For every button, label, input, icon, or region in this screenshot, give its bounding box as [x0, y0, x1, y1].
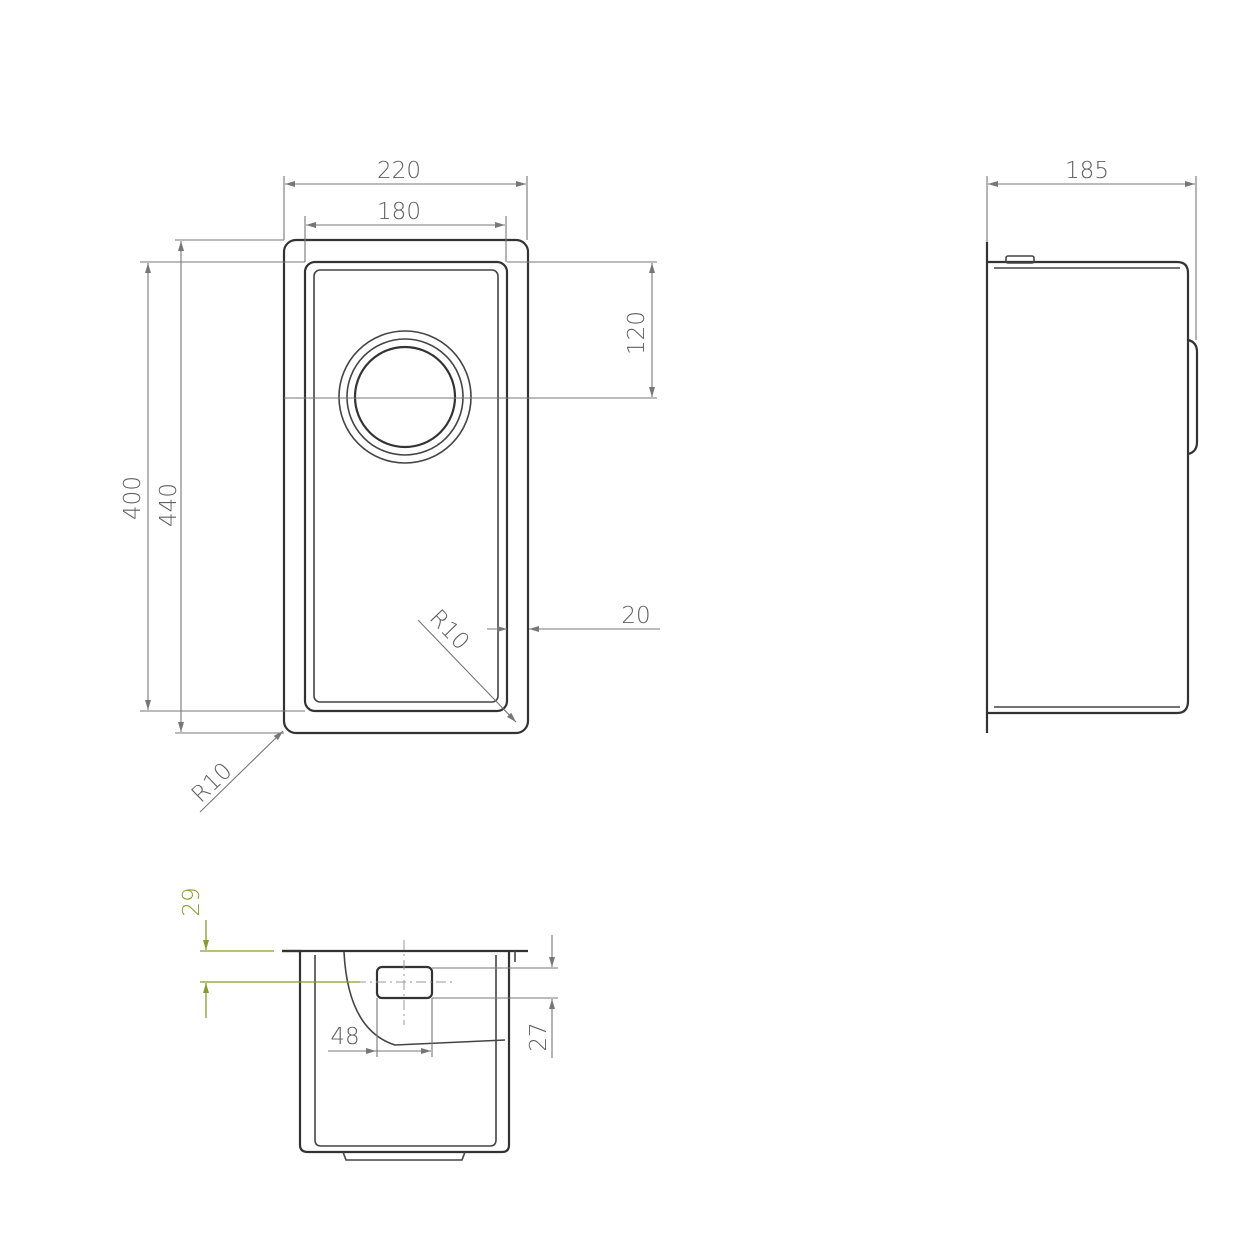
side-body: [987, 260, 1190, 715]
inner-bowl: [303, 260, 509, 713]
front-view: 29 48 27: [179, 887, 558, 1161]
waste-middle-ring: [346, 338, 464, 456]
dim-185-label: 185: [1065, 158, 1109, 184]
dim-400-label: 400: [120, 476, 146, 520]
dim-29-label: 29: [179, 887, 205, 916]
dim-440-label: 440: [156, 483, 182, 527]
inner-radius-label: R10: [424, 605, 474, 656]
dim-20-label: 20: [621, 603, 650, 629]
front-body-inner: [314, 955, 497, 1147]
waste-inner-ring: [353, 345, 457, 449]
inner-bowl-edge: [313, 269, 499, 703]
front-overflow-channel: [343, 951, 506, 1046]
inner-radius-leader: [417, 619, 517, 723]
side-waste-bulge: [1187, 338, 1199, 456]
outer-rim: [282, 238, 530, 735]
waste-outer-ring: [338, 330, 472, 464]
dim-120-label: 120: [624, 311, 650, 355]
top-view: 220 180 400 440 120 20 R10 R10: [120, 158, 660, 813]
front-body: [298, 952, 511, 1154]
dim-48-label: 48: [330, 1024, 359, 1050]
side-overflow-cap: [1005, 255, 1035, 264]
dim-180-label: 180: [377, 199, 421, 225]
front-outlet: [342, 1151, 466, 1161]
dim-220-label: 220: [377, 158, 421, 184]
dim-27-label: 27: [526, 1022, 552, 1051]
outer-radius-leader: [199, 730, 284, 813]
side-view: 185: [985, 158, 1199, 733]
outer-radius-label: R10: [187, 758, 238, 808]
